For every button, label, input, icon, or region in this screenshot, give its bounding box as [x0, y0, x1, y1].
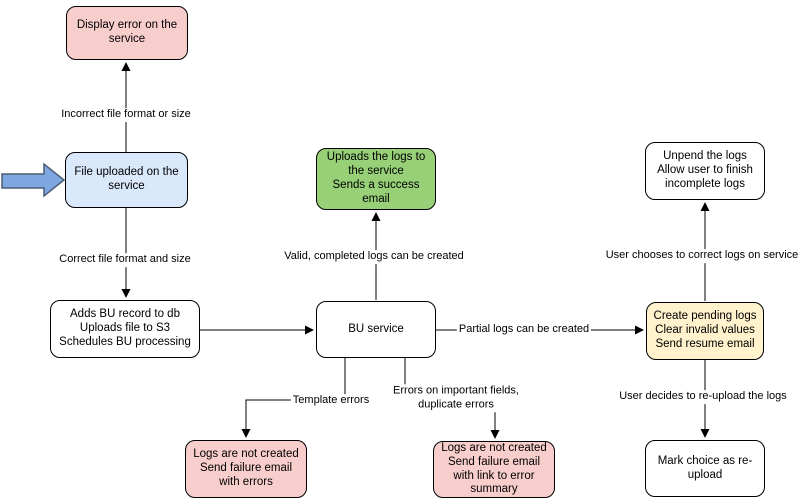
input-block-arrow-icon: [1, 162, 66, 198]
edge-label-user-chooses-correct: User chooses to correct logs on service: [603, 249, 801, 263]
edge-label-template-errors: Template errors: [290, 394, 372, 408]
edge-label-important-fields: Errors on important fields, duplicate er…: [391, 384, 521, 412]
node-logs-not-created-errors: Logs are not created Send failure email …: [185, 440, 307, 498]
node-unpend-logs: Unpend the logs Allow user to finish inc…: [645, 142, 765, 200]
edge-label-incorrect-format: Incorrect file format or size: [59, 108, 193, 122]
node-mark-choice-reupload: Mark choice as re- upload: [645, 440, 765, 497]
edge-label-partial-logs: Partial logs can be created: [456, 323, 592, 337]
node-create-pending-logs: Create pending logs Clear invalid values…: [646, 302, 764, 360]
node-adds-bu-record: Adds BU record to db Uploads file to S3 …: [50, 300, 200, 358]
node-uploads-logs-success: Uploads the logs to the service Sends a …: [316, 148, 436, 210]
edge-label-user-decides-reupload: User decides to re-upload the logs: [617, 390, 789, 404]
node-bu-service: BU service: [316, 301, 436, 358]
node-file-uploaded: File uploaded on the service: [65, 152, 188, 208]
edge-label-valid-logs: Valid, completed logs can be created: [282, 250, 466, 264]
node-display-error: Display error on the service: [66, 6, 188, 60]
edge-label-correct-format: Correct file format and size: [57, 253, 193, 267]
node-logs-not-created-summary: Logs are not created Send failure email …: [433, 441, 555, 498]
